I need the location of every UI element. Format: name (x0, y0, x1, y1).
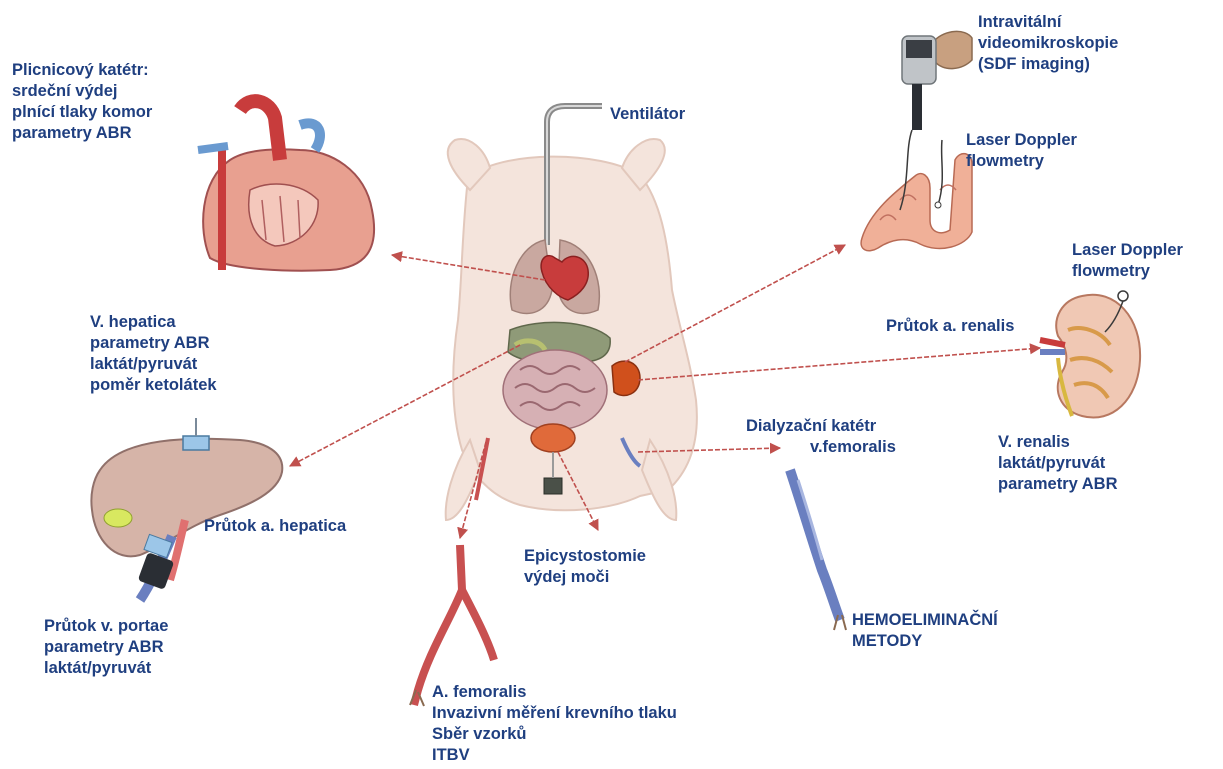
label-renal-flow: Průtok a. renalis (886, 316, 1014, 337)
sdf-probe-illustration (902, 31, 972, 130)
pig-bladder (531, 424, 575, 452)
femoral-vein-illustration (790, 470, 846, 630)
kidney-illustration (1040, 291, 1140, 418)
label-v-renalis: V. renalis laktát/pyruvát parametry ABR (998, 432, 1118, 495)
label-sdf-imaging: Intravitální videomikroskopie (SDF imagi… (978, 12, 1118, 75)
label-portal-flow: Průtok v. portae parametry ABR laktát/py… (44, 616, 168, 679)
pig-kidney (612, 361, 640, 395)
label-ldf-kidney: Laser Doppler flowmetry (1072, 240, 1183, 282)
urine-bag (544, 478, 562, 494)
label-hemoelimination: HEMOELIMINAČNÍ METODY (852, 610, 998, 652)
label-ldf-intestine: Laser Doppler flowmetry (966, 130, 1077, 172)
label-hepatic-flow: Průtok a. hepatica (204, 516, 346, 537)
arrow-to-kidney (638, 348, 1040, 380)
pig-hind-leg-left (446, 440, 480, 520)
label-femoral-artery: A. femoralis Invazivní měření krevního t… (432, 682, 677, 766)
liver-illustration (91, 418, 282, 600)
intestine-illustration (861, 130, 972, 251)
label-dialysis-catheter: Dialyzační katétr v.femoralis (746, 416, 896, 458)
label-v-hepatica: V. hepatica parametry ABR laktát/pyruvát… (90, 312, 217, 396)
heart-illustration (198, 101, 374, 271)
label-epicystostomy: Epicystostomie výdej moči (524, 546, 646, 588)
label-ventilator: Ventilátor (610, 104, 685, 125)
label-pulmonary-catheter: Plicnicový katétr: srdeční výdej plnící … (12, 60, 152, 144)
